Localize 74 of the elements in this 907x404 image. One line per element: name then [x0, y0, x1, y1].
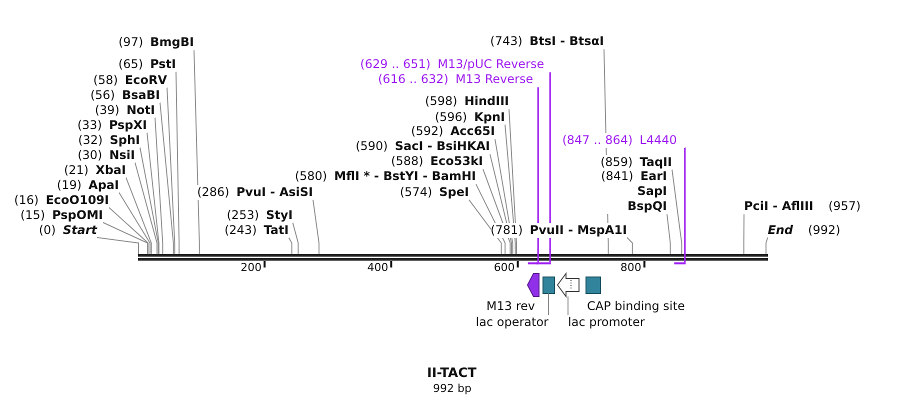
site-label: (56) BsaBI: [90, 88, 160, 102]
leader-line: [684, 148, 686, 262]
feature-box: [542, 276, 555, 294]
feature-box: [586, 276, 601, 294]
scale-number: 400: [367, 261, 388, 274]
sequence-backbone: [138, 254, 768, 261]
site-label: (58) EcoRV: [93, 72, 167, 88]
scale-number: 800: [620, 261, 642, 274]
leader-line: [508, 108, 517, 254]
site-label: (16) EcoO109I: [14, 192, 109, 208]
site-label: (30) NsiI: [78, 148, 135, 162]
site-label: (0) Start: [38, 222, 97, 238]
leader-line: [146, 132, 160, 254]
leader-line: [96, 237, 139, 254]
leader-line: [494, 138, 514, 254]
site-label: PciI - AflIII (957): [744, 199, 861, 214]
leader-line: [160, 102, 174, 254]
leader-line: [126, 177, 152, 254]
leader-line: [108, 207, 149, 254]
site-label: (743) BtsI - BtsαI: [490, 34, 604, 50]
site-label: (596) KpnI: [434, 110, 505, 124]
site-label: (588) Eco53kI: [391, 154, 483, 170]
site-label: (598) HindIII: [425, 94, 509, 110]
leader-line: [626, 237, 633, 254]
leader-line: [537, 87, 539, 262]
leader-line: [312, 199, 320, 254]
scale-number: 600: [494, 261, 515, 274]
primer-bracket: [674, 262, 686, 264]
promoter-symbol: [556, 272, 580, 298]
site-label: (19) ApaI: [56, 178, 119, 192]
site-label: (841) EarI SapI BspQI: [601, 169, 667, 214]
site-label: (33) PspXI: [77, 118, 147, 132]
leader-line: [140, 147, 159, 254]
feature-label: lac promoter: [568, 315, 645, 330]
map-title: II-TACT: [427, 366, 476, 380]
leader-line: [504, 124, 516, 254]
leader-line: [176, 71, 180, 254]
site-label: (97) BmgBI: [118, 35, 194, 50]
leader-line: [548, 293, 549, 316]
leader-line: [666, 214, 671, 254]
leader-line: [166, 87, 176, 254]
site-label: (859) TaqII: [600, 154, 672, 170]
site-label: (286) PvuI - AsiSI: [197, 184, 313, 200]
site-label: (15) PspOMI: [20, 208, 103, 222]
site-label: (781) PvuII - MspA1I: [490, 222, 627, 238]
site-label: (580) MflI * - BstYI - BamHI: [294, 169, 476, 184]
leader-line: [154, 117, 164, 254]
scale-number: 200: [240, 261, 262, 274]
leader-line: [549, 72, 551, 262]
site-label: (32) SphI: [78, 132, 140, 148]
site-label: (39) NotI: [94, 102, 155, 118]
feature-label: CAP binding site: [587, 299, 685, 314]
site-label: (592) Acc65I: [411, 124, 495, 140]
leader-line: [292, 222, 299, 254]
site-label: (590) SacI - BsiHKAI: [356, 139, 490, 154]
site-label: (65) PstI: [118, 56, 176, 72]
site-label: (253) StyI: [226, 208, 293, 222]
feature-label: lac operator: [476, 315, 548, 330]
site-label: (21) XbaI: [64, 162, 126, 178]
leader-line: [118, 192, 150, 254]
sequence-length: 992 bp: [433, 381, 472, 396]
leader-line: [766, 237, 768, 254]
leader-line: [194, 50, 200, 254]
primer-bracket: [536, 262, 551, 264]
leader-line: [743, 214, 744, 254]
leader-line: [288, 237, 292, 254]
leader-line: [102, 222, 148, 254]
site-label: (243) TatI: [224, 222, 289, 238]
site-label: End (992): [768, 222, 840, 238]
feature-label: M13 rev: [486, 299, 535, 314]
feature-pentagon: [526, 273, 540, 297]
leader-line: [134, 162, 158, 254]
leader-line: [672, 169, 682, 254]
site-label: (574) SpeI: [400, 184, 469, 200]
